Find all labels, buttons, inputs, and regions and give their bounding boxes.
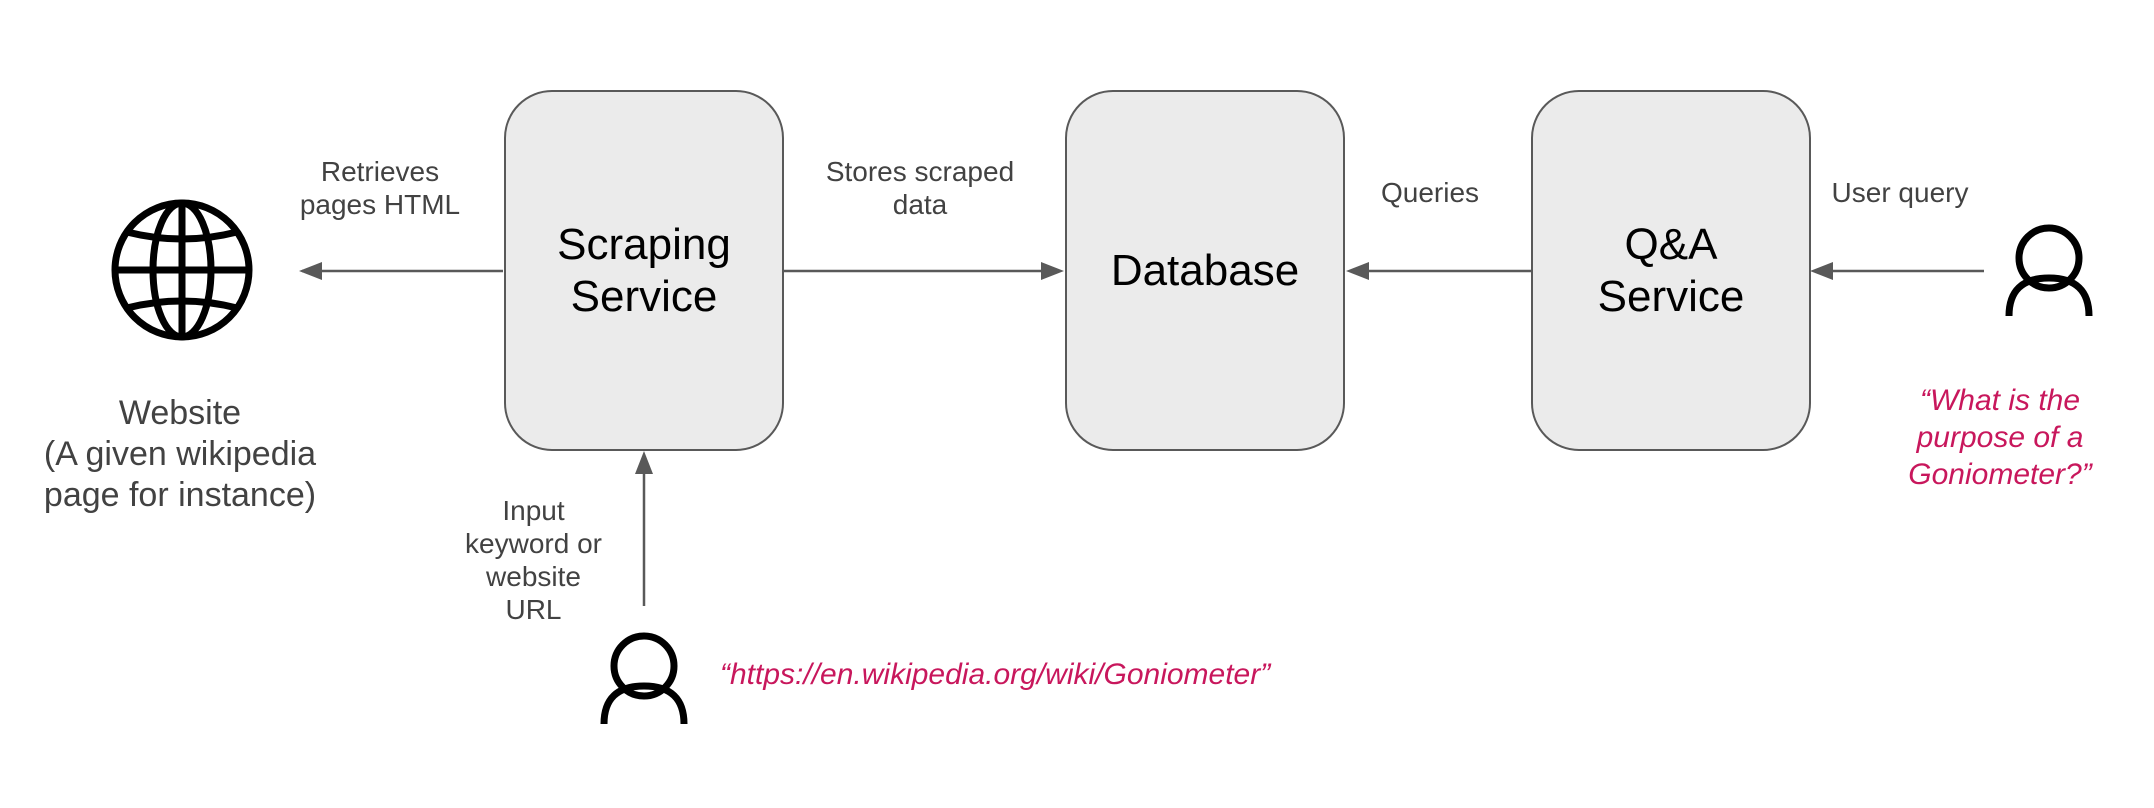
scraping-service-label: Scraping Service: [557, 219, 731, 321]
person-icon: [2005, 224, 2093, 317]
qa-service-label: Q&A Service: [1597, 219, 1745, 321]
qa-service-box: Q&A Service: [1531, 90, 1811, 451]
globe-icon: [111, 199, 253, 341]
user-query-label: User query: [1831, 177, 1969, 208]
scraping-service-box: Scraping Service: [504, 90, 784, 451]
database-label: Database: [1110, 245, 1300, 295]
input-keyword-label: Input keyword or website URL: [465, 495, 602, 625]
database-box: Database: [1065, 90, 1345, 451]
stores-scraped-label: Stores scraped data: [825, 156, 1015, 220]
retrieves-html-label: Retrieves pages HTML: [299, 156, 461, 220]
url-example-quote: “https://en.wikipedia.org/wiki/Goniomete…: [720, 658, 1271, 691]
person-icon: [600, 632, 688, 725]
website-label: Website (A given wikipedia page for inst…: [43, 394, 317, 514]
queries-label: Queries: [1380, 177, 1480, 208]
question-example-quote: “What is the purpose of a Goniometer?”: [1908, 384, 2092, 491]
